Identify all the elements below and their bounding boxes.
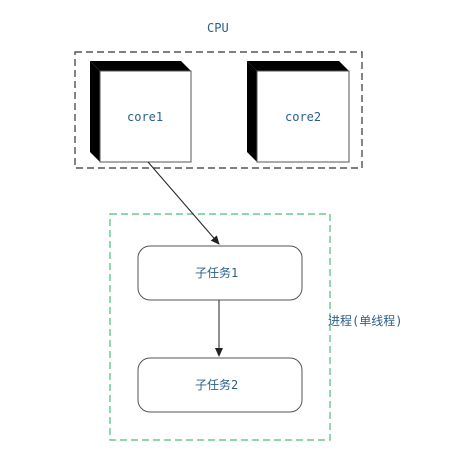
- process-container: [109, 213, 331, 441]
- core2-top-bevel: [247, 61, 349, 71]
- core2-shadow: [247, 61, 257, 162]
- task2-box: [137, 357, 303, 413]
- core1-box: [90, 61, 192, 163]
- task1-box: [137, 245, 303, 301]
- task2-label: 子任务2: [195, 378, 239, 392]
- core1-shadow: [90, 61, 100, 162]
- arrow-core1-to-task1: [147, 161, 220, 245]
- core2-box: [247, 61, 350, 163]
- core1-label: core1: [127, 110, 164, 124]
- core2-label: core2: [285, 110, 322, 124]
- task1-label: 子任务1: [195, 266, 239, 280]
- process-label: 进程(单线程): [328, 314, 403, 328]
- cpu-container: [74, 51, 363, 169]
- cpu-label: CPU: [207, 21, 229, 35]
- core1-top-bevel: [90, 61, 191, 71]
- core1-face: [99, 70, 192, 163]
- core2-face: [256, 70, 350, 163]
